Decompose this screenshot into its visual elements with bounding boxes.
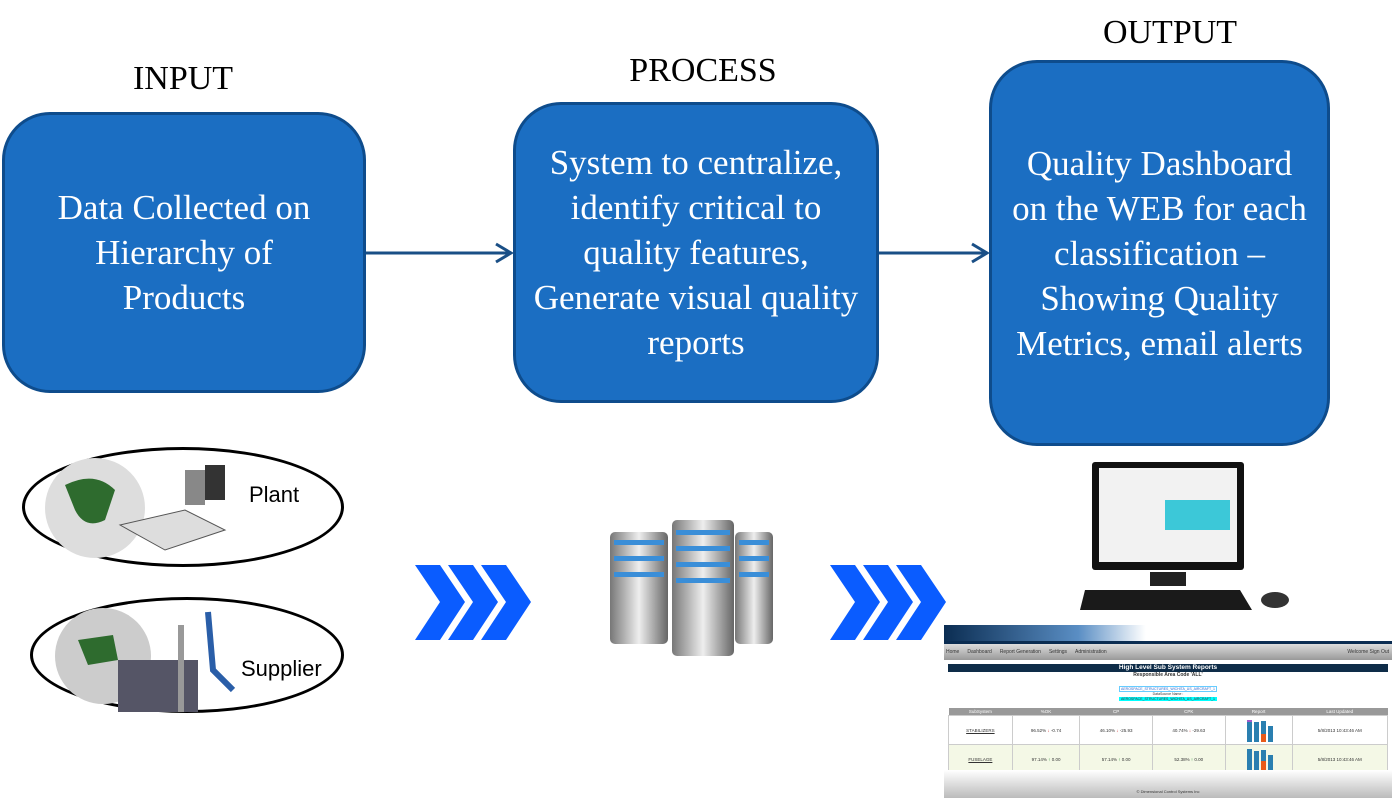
plant-globe-factory-icon xyxy=(45,458,227,558)
nav-home[interactable]: Home xyxy=(946,649,960,655)
datasource-label: DataSource Name : xyxy=(1152,692,1184,696)
datasource-select[interactable]: AEROSPACE_STRUCTURES_WICHITA_US_AIRCRAFT… xyxy=(1119,686,1217,692)
dashboard-header xyxy=(944,625,1392,644)
supplier-label: Supplier xyxy=(241,656,322,681)
chevrons-left-icon xyxy=(415,565,531,640)
dashboard-subtitle: Responsible Area Code 'ALL' xyxy=(1133,672,1203,678)
subsystem-link[interactable]: FUSELAGE xyxy=(968,756,993,762)
process-box: System to centralize, identify critical … xyxy=(513,102,879,403)
dashboard-title: High Level Sub System Reports xyxy=(948,664,1388,672)
arrow-up-icon: ↑ xyxy=(1190,756,1194,762)
col-header: Report xyxy=(1225,708,1293,716)
arrow-up-icon: ↑ xyxy=(1048,756,1051,762)
dashboard-screenshot: Home Dashboard Report Generation Setting… xyxy=(944,625,1392,798)
sign-out-link[interactable]: Welcome Sign Out xyxy=(1347,649,1389,655)
keyboard-icon xyxy=(1080,590,1252,610)
chevrons-right-icon xyxy=(830,565,946,640)
plant-label: Plant xyxy=(249,482,300,507)
report-chart-icon[interactable] xyxy=(1224,715,1293,745)
dashboard-footer: © Dimensional Control Systems Inc xyxy=(944,770,1392,798)
plant-ellipse xyxy=(22,447,344,567)
arrow-up-icon: ↑ xyxy=(1118,756,1121,762)
mouse-icon xyxy=(1261,592,1289,608)
servers-icon xyxy=(610,520,773,656)
dashboard-nav: Home Dashboard Report Generation Setting… xyxy=(944,644,1392,660)
process-title: PROCESS xyxy=(629,52,777,89)
arrow-down-icon: ↓ xyxy=(1116,727,1119,733)
col-header: %OK xyxy=(1012,708,1080,716)
col-header: SubSystem xyxy=(948,708,1013,716)
col-header: CP xyxy=(1079,708,1153,716)
nav-administration[interactable]: Administration xyxy=(1075,649,1107,655)
supplier-ellipse xyxy=(30,597,344,713)
arrow-down-icon: ↓ xyxy=(1047,727,1050,733)
arrow-process-output xyxy=(879,242,990,264)
arrow-input-process xyxy=(366,242,514,264)
col-header: Last Updated xyxy=(1292,708,1388,716)
input-title: INPUT xyxy=(132,60,234,97)
output-title: OUTPUT xyxy=(1102,14,1238,51)
output-box: Quality Dashboard on the WEB for each cl… xyxy=(989,60,1330,446)
subsystem-link[interactable]: STABILIZERS xyxy=(966,727,995,733)
nav-settings[interactable]: Settings xyxy=(1048,649,1068,655)
nav-report-generation[interactable]: Report Generation xyxy=(999,649,1041,655)
computer-monitor-icon xyxy=(1080,462,1289,610)
datasource-name: AEROSPACE_STRUCTURES_WICHITA_US_AIRCRAFT… xyxy=(1119,697,1217,701)
col-header: CPK xyxy=(1152,708,1226,716)
table-row: STABILIZERS 96.52% ↓ -0.74 46.10% ↓ -25.… xyxy=(948,715,1389,745)
supplier-globe-factory-icon xyxy=(55,608,236,712)
arrow-down-icon: ↓ xyxy=(1188,727,1192,733)
nav-dashboard[interactable]: Dashboard xyxy=(967,649,992,655)
input-box: Data Collected on Hierarchy of Products xyxy=(2,112,366,393)
